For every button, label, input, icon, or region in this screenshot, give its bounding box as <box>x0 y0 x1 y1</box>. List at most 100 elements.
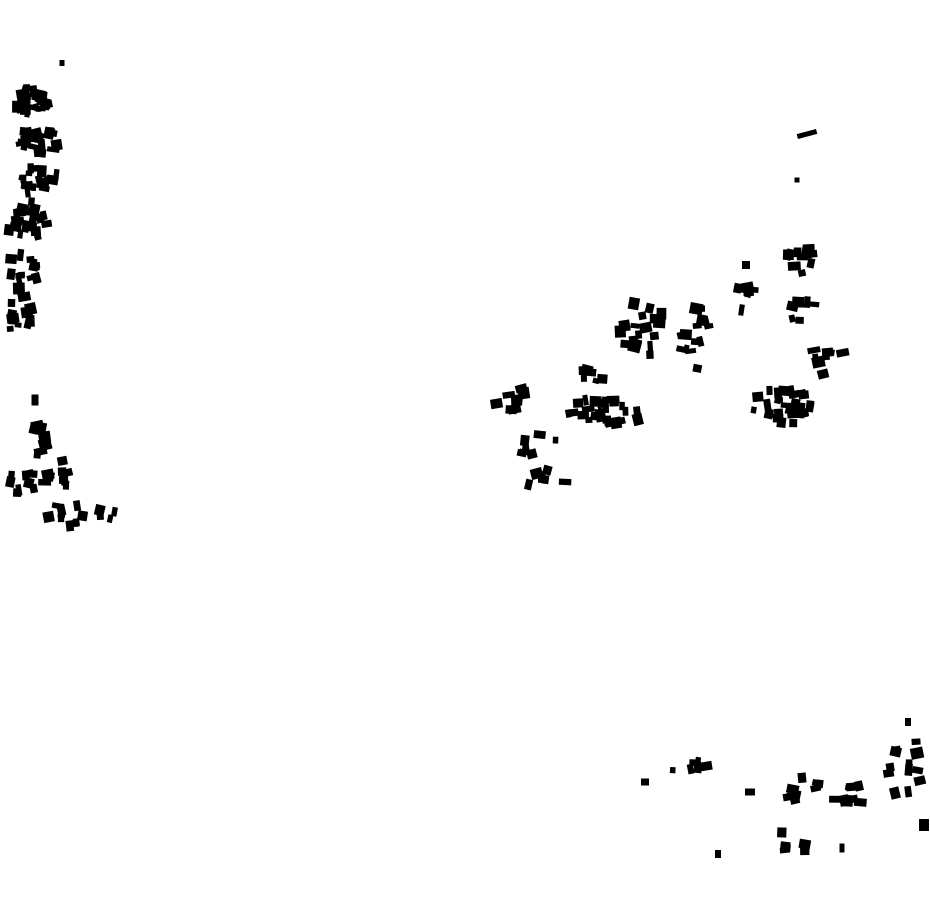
building <box>14 322 22 328</box>
building <box>3 223 15 236</box>
building <box>29 85 38 94</box>
building <box>889 745 903 758</box>
building <box>647 340 654 353</box>
building <box>629 337 643 346</box>
building <box>541 464 553 476</box>
building <box>519 434 530 447</box>
building <box>580 374 587 382</box>
building <box>919 819 929 831</box>
building <box>807 346 821 355</box>
building <box>649 331 660 341</box>
building <box>631 412 644 427</box>
building <box>686 763 695 775</box>
building <box>700 762 711 770</box>
building <box>806 257 816 269</box>
building <box>911 738 921 746</box>
building <box>816 368 830 380</box>
building <box>106 514 114 524</box>
building <box>13 209 27 217</box>
building <box>45 127 54 136</box>
building <box>5 253 18 265</box>
building <box>627 296 641 311</box>
building <box>622 406 629 416</box>
building <box>35 105 42 112</box>
building <box>29 483 39 494</box>
building <box>6 268 16 281</box>
building <box>6 312 20 324</box>
building <box>552 436 559 444</box>
building <box>31 394 39 406</box>
building <box>913 775 927 787</box>
building <box>806 301 820 308</box>
building <box>558 478 572 486</box>
building <box>789 419 798 428</box>
building <box>6 325 14 333</box>
building <box>614 325 627 338</box>
building <box>620 339 630 349</box>
building <box>781 843 791 853</box>
building <box>42 510 55 524</box>
building <box>20 174 27 184</box>
building <box>38 478 52 486</box>
building <box>669 766 676 774</box>
building <box>764 410 774 419</box>
building <box>829 795 841 803</box>
building <box>32 227 42 241</box>
building <box>701 315 711 328</box>
building <box>796 128 818 140</box>
building <box>786 407 800 419</box>
building <box>23 84 31 92</box>
building <box>773 396 782 405</box>
building <box>96 511 104 521</box>
building <box>797 268 807 278</box>
building <box>751 391 764 403</box>
building <box>788 389 801 399</box>
building <box>696 335 705 348</box>
building <box>17 291 32 303</box>
building <box>580 363 594 377</box>
building <box>16 202 29 212</box>
building <box>911 766 924 775</box>
building <box>582 394 589 406</box>
building <box>798 838 812 850</box>
building <box>692 305 706 312</box>
building <box>489 397 504 410</box>
building <box>5 476 16 488</box>
building <box>39 100 47 112</box>
building <box>744 287 753 299</box>
building <box>24 302 38 316</box>
building <box>609 399 619 407</box>
building <box>811 355 826 369</box>
building <box>794 177 800 183</box>
building <box>603 417 612 427</box>
building <box>37 176 46 188</box>
building <box>50 138 63 152</box>
building <box>885 762 895 773</box>
building <box>23 316 33 330</box>
building <box>593 408 602 416</box>
building <box>905 718 911 726</box>
building <box>808 249 818 258</box>
building <box>111 506 118 517</box>
building <box>56 455 68 467</box>
building <box>71 519 81 527</box>
building <box>20 89 32 102</box>
building <box>644 302 655 314</box>
building <box>56 503 67 517</box>
building <box>778 385 790 397</box>
building <box>788 314 796 323</box>
building <box>905 759 913 769</box>
building <box>525 448 538 460</box>
building <box>742 261 750 269</box>
building <box>46 174 56 184</box>
building <box>738 304 745 316</box>
building <box>16 248 25 262</box>
building <box>53 168 60 180</box>
building <box>28 422 40 435</box>
building <box>25 131 35 144</box>
building <box>35 95 45 103</box>
building <box>646 350 654 360</box>
building <box>806 401 815 409</box>
building <box>675 345 687 354</box>
